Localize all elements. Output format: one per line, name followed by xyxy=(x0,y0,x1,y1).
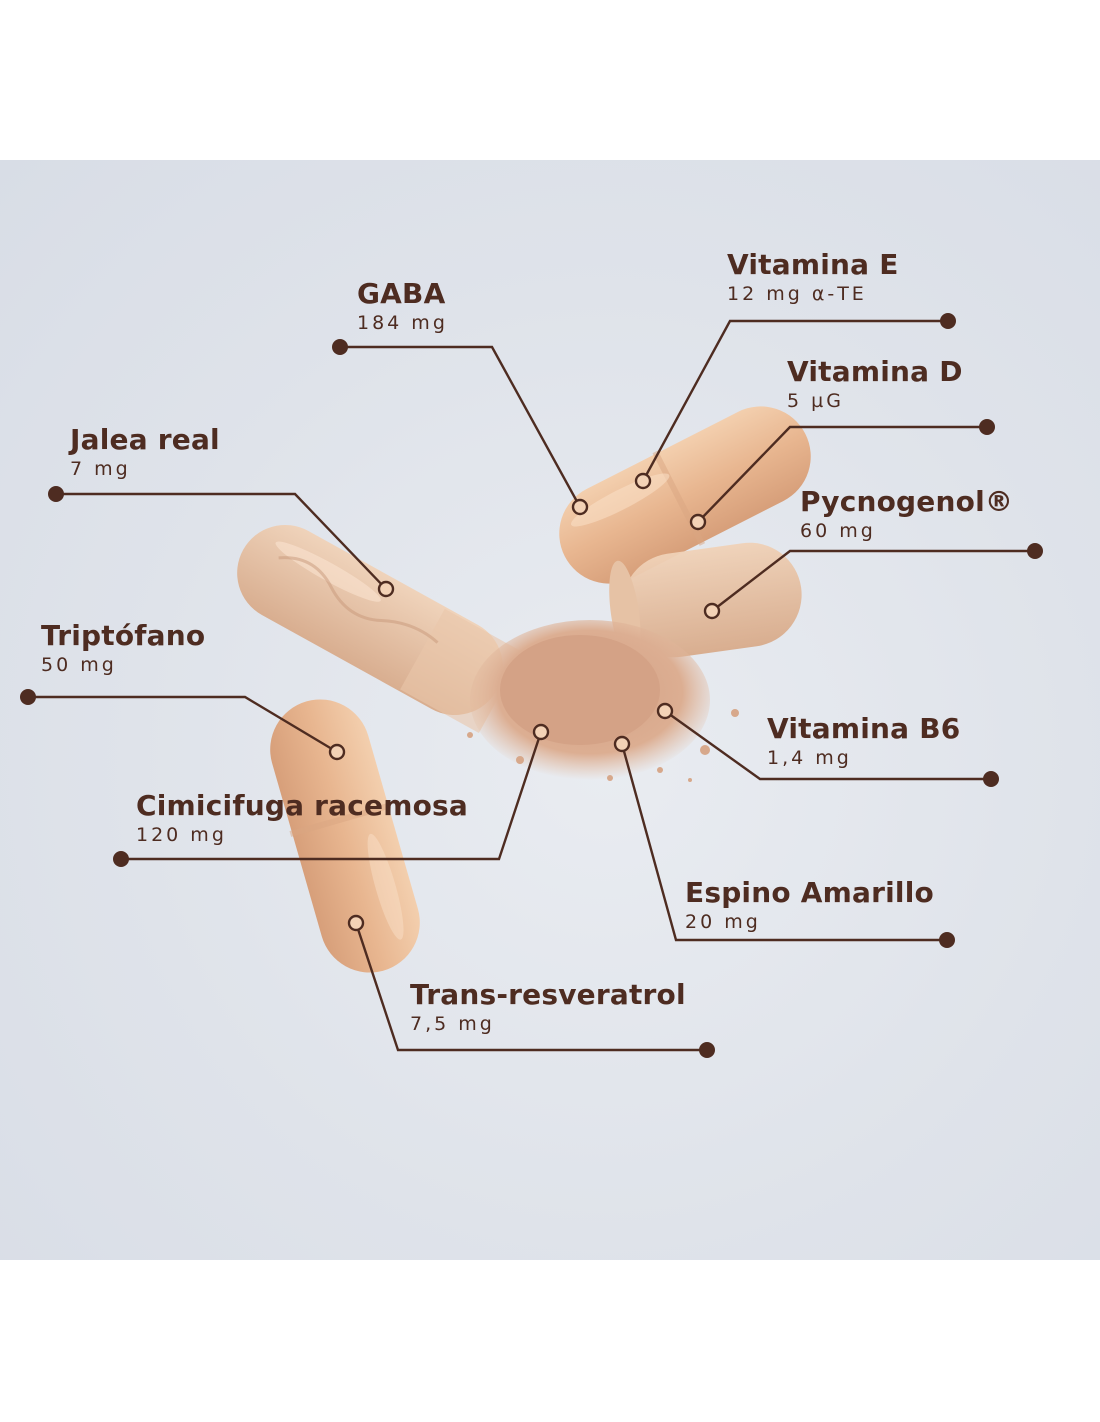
end-dot-triptofano xyxy=(20,689,36,705)
leader-line-cimicifuga xyxy=(121,731,543,861)
ingredient-dose: 60 mg xyxy=(800,520,876,542)
ingredient-dose: 120 mg xyxy=(136,824,227,846)
anchor-gaba xyxy=(571,498,589,516)
ingredient-name: Trans-resveratrol xyxy=(410,978,686,1011)
label-espino: Espino Amarillo 20 mg xyxy=(685,879,934,932)
label-vitamina-b6: Vitamina B6 1,4 mg xyxy=(767,715,960,768)
product-photo: GABA 184 mg Vitamina E 12 mg α-TE Vitami… xyxy=(0,160,1100,1260)
ingredient-name: Vitamina B6 xyxy=(767,712,961,745)
label-cimicifuga: Cimicifuga racemosa 120 mg xyxy=(136,792,468,845)
powder-pile xyxy=(467,620,739,782)
label-jalea-real: Jalea real 7 mg xyxy=(70,426,220,479)
capsules-illustration xyxy=(20,313,1043,1058)
ingredient-name: Espino Amarillo xyxy=(685,876,934,909)
leader-line-pycnogenol xyxy=(711,549,1035,612)
end-dot-vitamina-d xyxy=(979,419,995,435)
end-dot-jalea-real xyxy=(48,486,64,502)
label-gaba: GABA 184 mg xyxy=(357,280,448,333)
leader-end-dots xyxy=(20,313,1043,1058)
label-resveratrol: Trans-resveratrol 7,5 mg xyxy=(410,981,686,1034)
capsule-bottom xyxy=(270,699,420,973)
end-dot-espino xyxy=(939,932,955,948)
anchor-espino xyxy=(613,735,631,753)
ingredient-dose: 12 mg α-TE xyxy=(727,283,867,305)
ingredient-name: Jalea real xyxy=(70,423,220,456)
leader-line-triptofano xyxy=(28,695,338,754)
end-dot-pycnogenol xyxy=(1027,543,1043,559)
leader-line-jalea-real xyxy=(56,492,387,590)
leader-line-vitamina-e xyxy=(641,319,948,482)
ingredient-name: Pycnogenol® xyxy=(800,485,1014,518)
leader-line-vitamina-d xyxy=(697,425,987,523)
anchor-vitamina-b6 xyxy=(656,702,674,720)
label-triptofano: Triptófano 50 mg xyxy=(41,622,205,675)
ingredient-dose: 5 µG xyxy=(787,390,844,412)
ingredient-name: GABA xyxy=(357,277,446,310)
leader-lines xyxy=(28,319,1035,1052)
leader-line-espino xyxy=(620,743,947,942)
label-vitamina-e: Vitamina E 12 mg α-TE xyxy=(727,251,899,304)
anchor-resveratrol xyxy=(347,914,365,932)
leader-line-gaba xyxy=(340,345,582,508)
ingredient-name: Cimicifuga racemosa xyxy=(136,789,468,822)
ingredient-name: Vitamina D xyxy=(787,355,963,388)
ingredient-dose: 184 mg xyxy=(357,312,448,334)
ingredient-dose: 20 mg xyxy=(685,911,761,933)
anchor-vitamina-e xyxy=(634,472,652,490)
ingredient-dose: 7 mg xyxy=(70,458,131,480)
end-dot-resveratrol xyxy=(699,1042,715,1058)
ingredient-dose: 1,4 mg xyxy=(767,747,852,769)
ingredient-name: Triptófano xyxy=(41,619,206,652)
anchor-pycnogenol xyxy=(703,602,721,620)
label-vitamina-d: Vitamina D 5 µG xyxy=(787,358,963,411)
ingredient-dose: 50 mg xyxy=(41,654,117,676)
anchor-vitamina-d xyxy=(689,513,707,531)
end-dot-cimicifuga xyxy=(113,851,129,867)
end-dot-gaba xyxy=(332,339,348,355)
end-dot-vitamina-b6 xyxy=(983,771,999,787)
leader-line-vitamina-b6 xyxy=(664,710,991,781)
anchor-jalea-real xyxy=(377,580,395,598)
anchor-points xyxy=(328,472,721,932)
label-pycnogenol: Pycnogenol® 60 mg xyxy=(800,488,1013,541)
anchor-cimicifuga xyxy=(532,723,550,741)
anchor-triptofano xyxy=(328,743,346,761)
ingredient-dose: 7,5 mg xyxy=(410,1013,495,1035)
ingredient-name: Vitamina E xyxy=(727,248,899,281)
end-dot-vitamina-e xyxy=(940,313,956,329)
leader-line-resveratrol xyxy=(354,922,707,1052)
